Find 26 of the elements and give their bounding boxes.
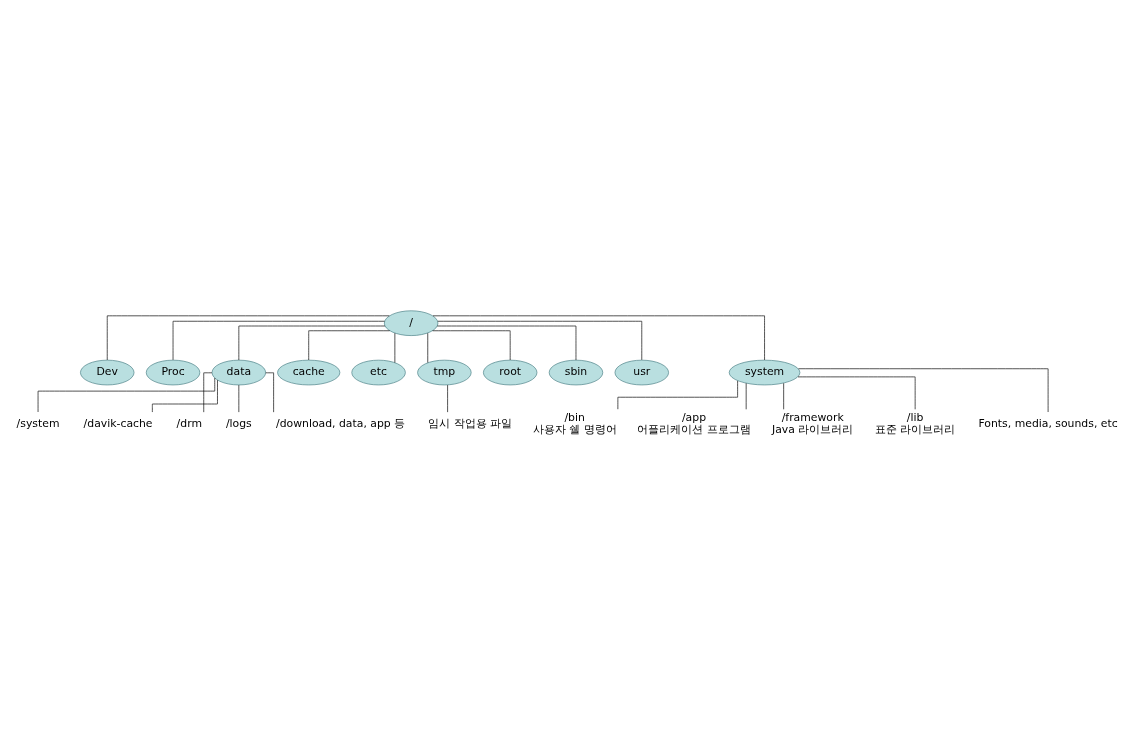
node-text: /system [16,416,60,430]
connector [152,379,218,412]
node-text: /bin 사용자 쉘 명령어 [532,410,617,436]
connector [203,371,213,412]
node-text: /app 어플리케이션 프로그램 [637,410,751,436]
node-ellipse: system [728,359,801,385]
node-text: /drm [176,416,203,430]
node-ellipse: etc [351,359,406,385]
node-ellipse: Dev [80,359,135,385]
node-ellipse: tmp [417,359,472,385]
node-ellipse: sbin [548,359,604,385]
node-text: /davik-cache [83,416,153,430]
node-text: /lib 표준 라이브러리 [874,410,956,436]
node-ellipse: / [384,309,439,336]
node-text: Fonts, media, sounds, etc [978,416,1118,430]
node-text: /logs [225,416,252,430]
node-text: /framework Java 라이브러리 [772,410,854,436]
node-ellipse: data [211,359,266,385]
connector [432,315,765,360]
node-ellipse: cache [277,359,341,385]
node-text: /download, data, app 등 [276,416,406,430]
node-ellipse: usr [614,359,669,385]
node-ellipse: root [483,359,538,385]
connector [37,377,216,412]
node-text: 임시 작업용 파일 [428,416,513,430]
node-ellipse: Proc [145,359,201,385]
